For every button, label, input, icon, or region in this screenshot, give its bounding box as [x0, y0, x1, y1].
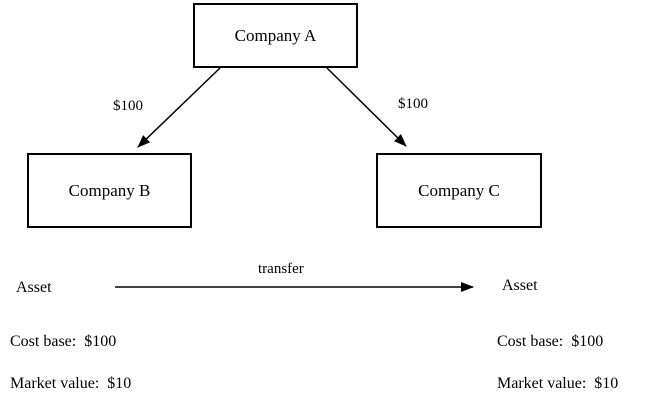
amount-label-a-to-c: $100: [398, 96, 428, 112]
amount-label-a-to-b: $100: [113, 98, 143, 114]
arrow-a-to-b: [137, 67, 221, 148]
left-asset-cost-base: Cost base: $100: [10, 333, 117, 350]
right-asset-title: Asset: [502, 277, 538, 294]
company-a-label: Company A: [234, 25, 317, 45]
company-c-label: Company C: [418, 180, 500, 200]
left-asset-market-value: Market value: $10: [10, 375, 132, 392]
transfer-label: transfer: [258, 261, 304, 277]
right-asset-cost-base: Cost base: $100: [497, 333, 604, 350]
company-a-box: Company A: [193, 3, 358, 68]
left-asset-title: Asset: [16, 279, 52, 296]
company-c-box: Company C: [376, 153, 542, 228]
company-b-box: Company B: [27, 153, 192, 228]
right-asset-market-value: Market value: $10: [497, 375, 619, 392]
arrow-a-to-c: [326, 67, 407, 147]
company-b-label: Company B: [68, 180, 151, 200]
